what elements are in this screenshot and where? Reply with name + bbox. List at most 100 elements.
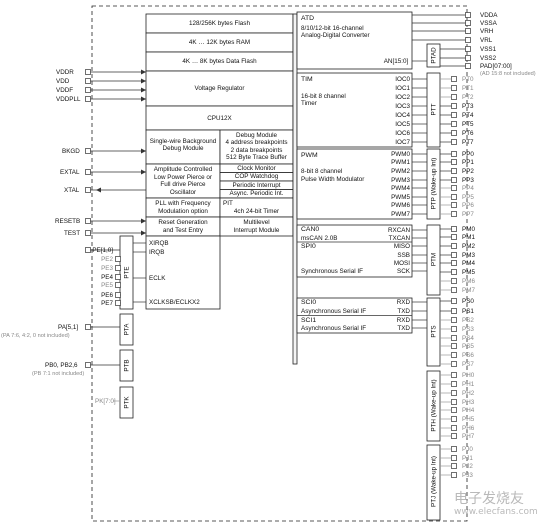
label-rxd: RXD [396, 316, 410, 324]
ptj-port-label: PTJ (Wake-up Int) [430, 456, 437, 507]
pin-ps5 [451, 343, 457, 349]
label-pt4: PT4 [462, 111, 474, 119]
pin-ps0 [451, 298, 457, 304]
pin-pj2 [451, 463, 457, 469]
label-ph4: PH4 [462, 406, 475, 414]
pin-pp7 [451, 211, 457, 217]
label-xclksb-eclkx2: XCLKSB/ECLKX2 [149, 299, 200, 306]
label-voltage-regulator: Voltage Regulator [194, 84, 245, 92]
pta-port [119, 313, 134, 346]
pin-ph2 [451, 390, 457, 396]
label-ioc4: IOC4 [395, 111, 410, 119]
label-tim: TIM [301, 75, 313, 83]
label-vss2: VSS2 [480, 54, 497, 62]
label-reset-generation: Reset Generation [158, 219, 208, 226]
label-pwm0: PWM0 [391, 150, 410, 158]
label-periodic-interrupt: Periodic Interrupt [232, 181, 281, 189]
pin-resetb [85, 218, 91, 224]
label-pp0: PP0 [462, 150, 474, 158]
ptt-port-label: PTT [430, 103, 437, 116]
label-full-drive-pierce: Full drive Pierce [160, 181, 206, 188]
label-pwm: PWM [301, 151, 318, 159]
pin-vddpll [85, 96, 91, 102]
label-pj2: PJ2 [462, 462, 473, 470]
label-sck: SCK [397, 267, 410, 275]
label-oscillator: Oscillator [169, 188, 197, 196]
label-mscan-2-0b: msCAN 2.0B [301, 234, 338, 242]
label-2-data-breakpoints: 2 data breakpoints [230, 146, 283, 154]
tim-block [296, 72, 413, 148]
label-128-256k-bytes-flash: 128/256K bytes Flash [189, 20, 250, 27]
label-pt6: PT6 [462, 129, 474, 137]
label-ph5: PH5 [462, 415, 475, 423]
pin-pe2 [115, 256, 121, 262]
label-cpu12x: CPU12X [207, 114, 232, 122]
watermark-cn: 电子发烧友 [454, 491, 524, 507]
pin-vss1 [465, 46, 471, 52]
pin-pp6 [451, 202, 457, 208]
label-pj1: PJ1 [462, 454, 473, 462]
power-arrow [141, 69, 146, 75]
pin-pm3 [451, 252, 457, 258]
label-ps0: PS0 [462, 297, 474, 305]
label-irqb: IRQB [149, 249, 165, 256]
bkgd-arrow [141, 148, 146, 154]
pin-pb [85, 362, 91, 368]
pin-pm6 [451, 278, 457, 284]
label-extal: EXTAL [60, 168, 80, 176]
label-pwm2: PWM2 [391, 167, 410, 175]
label-analog-digital-converter: Analog-Digital Converter [301, 31, 370, 39]
pit-label: PIT [223, 200, 233, 207]
ptt-port [426, 72, 441, 148]
label-pb-7-1-not-included: (PB 7:1 not included) [32, 370, 85, 377]
pin-ps2 [451, 317, 457, 323]
label-debug-module: Debug Module [236, 132, 277, 139]
label-ioc3: IOC3 [395, 102, 410, 110]
label-debug-module: Debug Module [162, 145, 204, 152]
label-pp4: PP4 [462, 184, 474, 192]
label-vss1: VSS1 [480, 45, 497, 53]
pin-pm0 [451, 226, 457, 232]
label-ps7: PS7 [462, 360, 474, 368]
label-single-wire-background: Single-wire Background [149, 137, 217, 145]
label-pe2: PE2 [101, 255, 113, 263]
pin-ph3 [451, 399, 457, 405]
atd-block [296, 11, 413, 70]
label-pt3: PT3 [462, 102, 474, 110]
label-eclk: ECLK [149, 275, 166, 282]
label-atd: ATD [301, 14, 315, 22]
pin-pp4 [451, 185, 457, 191]
label-timer: Timer [301, 99, 317, 107]
label-pe6: PE6 [101, 291, 113, 299]
label-pulse-width-modulator: Pulse Width Modulator [301, 175, 365, 183]
label-pe7: PE7 [101, 299, 113, 307]
label-ph2: PH2 [462, 389, 475, 397]
label-pj0: PJ0 [462, 445, 473, 453]
ptp-port-label: PTP (Wake-up Int) [430, 157, 437, 210]
label-txd: TXD [397, 324, 410, 332]
label-pa-7-6-4-2-0-not-included: (PA 7:6, 4:2, 0 not included) [1, 332, 70, 339]
label-ps2: PS2 [462, 316, 474, 324]
label-ioc2: IOC2 [395, 93, 410, 101]
pin-ph4 [451, 407, 457, 413]
pin-pt2 [451, 94, 457, 100]
chip-outline [91, 5, 468, 522]
pin-pa [85, 324, 91, 330]
label-ps5: PS5 [462, 342, 474, 350]
debug-block [219, 129, 294, 165]
sci0-desc: Asynchronous Serial IF [301, 307, 367, 315]
label-pp3: PP3 [462, 176, 474, 184]
ptj-port [426, 444, 441, 521]
pta-port-label: PTA [123, 323, 130, 335]
ptb-port [119, 349, 134, 382]
label-test: TEST [64, 229, 81, 237]
label-vrh: VRH [480, 27, 494, 35]
label-pwm4: PWM4 [391, 184, 410, 192]
label-pm2: PM2 [462, 242, 475, 250]
pin-pt4 [451, 112, 457, 118]
label-vdd: VDD [56, 77, 70, 85]
label-pe4: PE4 [101, 273, 113, 281]
pin-vddr [85, 69, 91, 75]
label-ps1: PS1 [462, 307, 474, 315]
label-vddf: VDDF [56, 86, 74, 94]
